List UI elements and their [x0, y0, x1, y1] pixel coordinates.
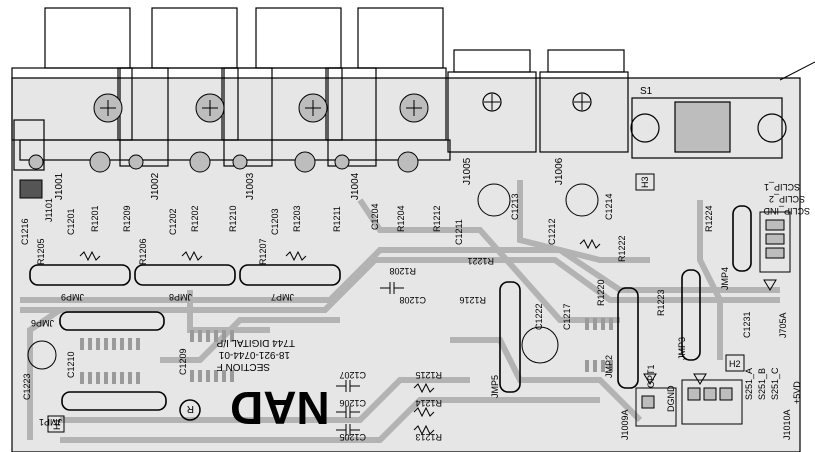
- label-c1202: C1202: [168, 208, 178, 235]
- board-outline: [11, 77, 801, 452]
- label-r1203: R1203: [292, 205, 302, 232]
- mount-holes: [28, 93, 429, 173]
- label-j1005: J1005: [462, 157, 473, 185]
- jumper-bars: [29, 205, 752, 411]
- label-j1009a: J1009A: [620, 409, 630, 440]
- label-jmp7: JMP7: [271, 292, 294, 302]
- label-c1217: C1217: [562, 303, 572, 330]
- label-r1223: R1223: [656, 289, 666, 316]
- label-c1203: C1203: [270, 208, 280, 235]
- label-jmp8: JMP8: [169, 292, 192, 302]
- label-dgnd: DGND: [666, 385, 676, 412]
- label-c1208: C1208: [399, 295, 426, 305]
- label-sclip-2: SCLIP_2: [769, 194, 805, 204]
- switch-s1-body: [630, 97, 787, 159]
- label-jmp5: JMP5: [490, 375, 500, 398]
- label-j1001: J1001: [54, 172, 65, 200]
- label-j1003: J1003: [245, 172, 256, 200]
- ic-chips: [80, 318, 613, 384]
- label-r1224: R1224: [704, 205, 714, 232]
- label-c1213: C1213: [510, 193, 520, 220]
- label-j1004: J1004: [350, 172, 361, 200]
- label-r1207: R1207: [258, 238, 268, 265]
- h3-box: [635, 173, 655, 191]
- component-symbols: [79, 238, 777, 436]
- registered-mark: R: [187, 403, 194, 414]
- label-jmp1: JMP1: [39, 417, 62, 427]
- label-c1212: C1212: [547, 218, 557, 245]
- label-r1209: R1209: [122, 205, 132, 232]
- pin-headers: [19, 179, 791, 427]
- label-sclip-1: SCLIP_1: [764, 182, 800, 192]
- section-line3: T744 DIGITAL I/P: [216, 337, 295, 348]
- registered-mark-circle: [179, 399, 201, 421]
- label-r1214: R1214: [415, 398, 442, 408]
- label-c1231: C1231: [742, 311, 752, 338]
- label-s251b: S251_B: [757, 368, 767, 400]
- label-r1212: R1212: [432, 205, 442, 232]
- transistors: [27, 183, 599, 370]
- label-c1210: C1210: [66, 351, 76, 378]
- label-5vd: +5VD: [792, 381, 802, 404]
- label-c1211: C1211: [454, 219, 464, 245]
- label-c1204: C1204: [370, 203, 380, 230]
- label-jmp4: JMP4: [720, 267, 730, 290]
- label-j1006: J1006: [554, 157, 565, 185]
- label-r1205: R1205: [36, 238, 46, 265]
- label-s251a: S251_A: [744, 368, 754, 400]
- jack-body-1: [44, 7, 131, 69]
- label-h3: H3: [640, 176, 650, 188]
- optical-connectors: [447, 49, 629, 153]
- label-c1216: C1216: [20, 218, 30, 245]
- label-r1211: R1211: [332, 206, 342, 232]
- label-opt1: OPT1: [646, 364, 656, 388]
- label-s251c: S251_C: [770, 367, 780, 400]
- label-r1210: R1210: [228, 205, 238, 232]
- label-j1010a: J1010A: [782, 409, 792, 440]
- label-sclip-ind: SCLIP_IND: [763, 206, 810, 216]
- label-jmp6: JMP6: [31, 318, 54, 328]
- label-r1222: R1222: [617, 235, 627, 262]
- label-j1101: J1101: [44, 198, 54, 222]
- label-j705a: J705A: [778, 312, 788, 338]
- label-jmp3: JMP3: [677, 337, 687, 360]
- label-c1214: C1214: [604, 193, 614, 220]
- label-s1: S1: [640, 86, 653, 97]
- label-c1207: C1207: [339, 370, 366, 380]
- h2-box: [725, 354, 745, 372]
- jack-body-2: [151, 7, 238, 69]
- label-c1201: C1201: [66, 208, 76, 235]
- h1-box: [47, 415, 65, 433]
- board-edge-right: [779, 61, 815, 81]
- label-r1216: R1216: [459, 295, 486, 305]
- brand-logo: NAD: [230, 382, 330, 434]
- label-c1209: C1209: [178, 348, 188, 375]
- section-line2: 18-921-0744-01: [218, 349, 290, 360]
- label-r1221: R1221: [467, 256, 494, 266]
- label-r1213: R1213: [415, 432, 442, 442]
- label-r1220: R1220: [596, 279, 606, 306]
- label-j1002: J1002: [150, 172, 161, 200]
- label-c1222: C1222: [534, 303, 544, 330]
- label-c1206: C1206: [339, 398, 366, 408]
- label-jmp2: JMP2: [604, 355, 614, 378]
- label-r1215: R1215: [415, 370, 442, 380]
- section-line1: SECTION F: [217, 361, 270, 372]
- label-jmp9: JMP9: [61, 292, 84, 302]
- crosshair-marks: [100, 94, 590, 116]
- jack-body-3: [255, 7, 342, 69]
- label-c1223: C1223: [22, 373, 32, 400]
- label-c1205: C1205: [339, 432, 366, 442]
- label-r1204: R1204: [396, 205, 406, 232]
- label-r1206: R1206: [138, 238, 148, 265]
- label-r1201: R1201: [90, 205, 100, 232]
- label-r1208: R1208: [389, 266, 416, 276]
- label-h1: H1: [52, 418, 62, 430]
- jack-body-4: [357, 7, 444, 69]
- label-h2: H2: [729, 359, 741, 369]
- label-r1202: R1202: [190, 205, 200, 232]
